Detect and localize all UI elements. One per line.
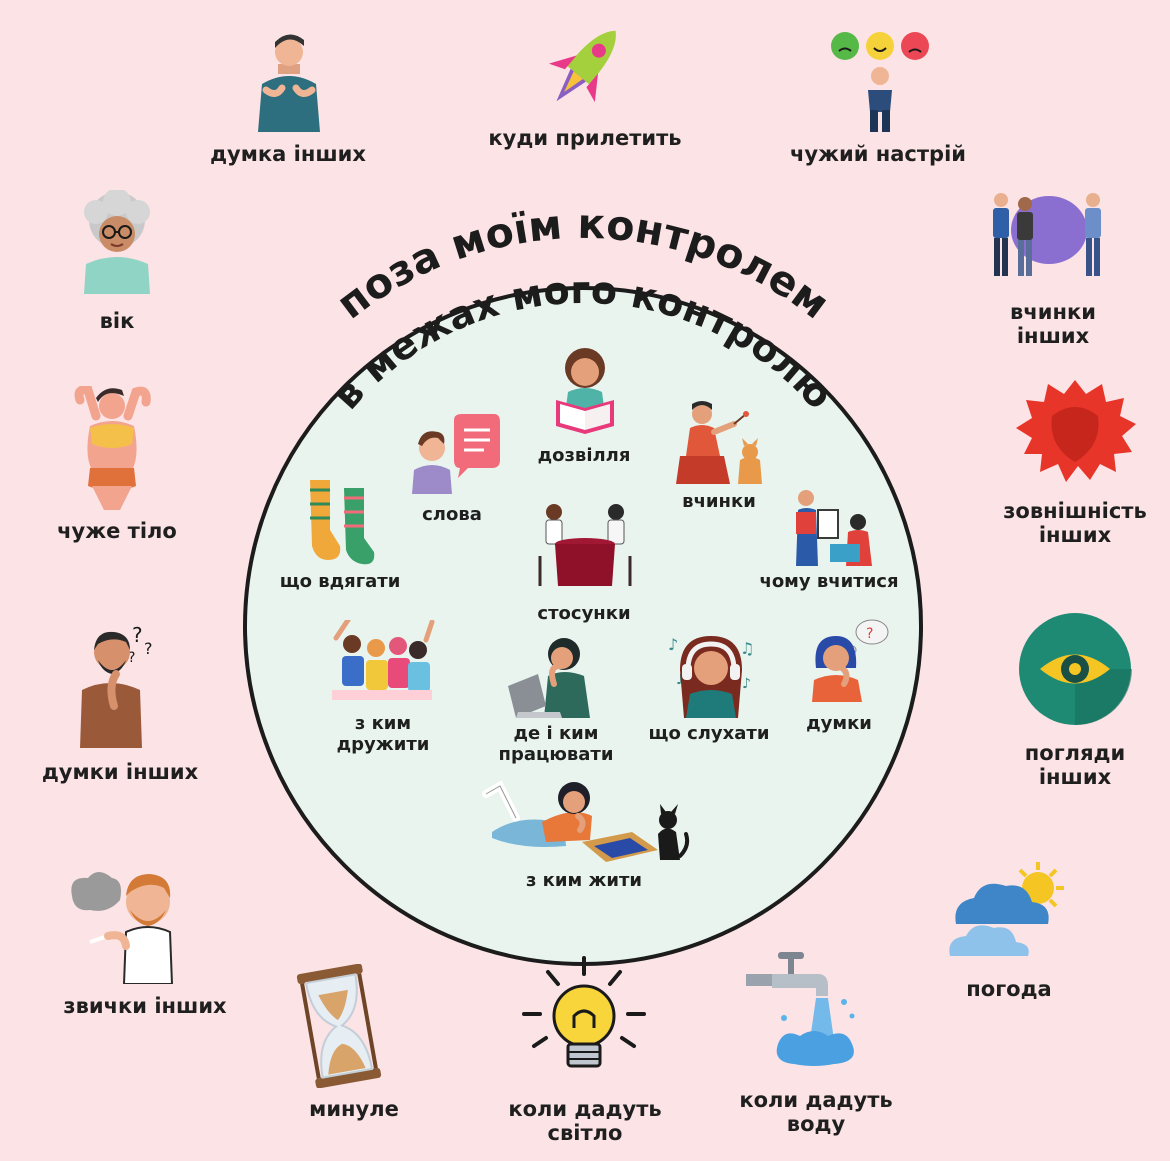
label-habits: звички інших [63,994,227,1018]
svg-text:♪: ♪ [668,635,678,654]
label-leisure: дозвілля [537,445,631,466]
label-words: слова [422,504,482,525]
label-past: минуле [309,1097,399,1121]
label-study: чому вчитися [759,571,899,592]
svg-text:♫: ♫ [740,639,754,658]
speech-bubble-icon [410,414,500,494]
socks-icon [300,476,382,566]
thinking-woman-icon: ? [806,618,890,702]
label-live: з ким жити [525,870,643,891]
label-friends: з ким дружити [336,713,430,755]
man-smoking-icon [68,866,186,984]
label-relations: стосунки [537,603,631,624]
grandmother-icon [76,190,158,294]
svg-text:?: ? [866,626,873,642]
friends-group-icon [328,620,436,702]
svg-text:♪: ♪ [676,672,685,688]
svg-text:?: ? [144,639,153,658]
label-mood: чужий настрій [790,142,966,166]
girl-reading-icon [550,346,620,438]
label-opinion: думка інших [210,142,366,166]
headphones-icon: ♪ ♫ ♪ ♪ [666,630,756,718]
girl-with-cat-icon [482,776,692,864]
hourglass-icon [296,964,382,1088]
red-hair-icon [1012,376,1138,486]
woman-body-icon [66,386,158,510]
label-age: вік [99,309,135,333]
svg-text:♪: ♪ [742,676,751,692]
eye-icon [1018,612,1132,726]
label-weather: погода [966,977,1052,1001]
label-mythoughts: думки [806,713,872,734]
couple-table-icon [536,500,634,588]
water-tap-icon [744,944,864,1068]
label-light: коли дадуть світло [508,1097,662,1146]
rocket-icon [540,16,632,116]
label-deeds: вчинки [682,491,756,512]
label-actions: вчинки інших [1010,300,1096,349]
cloud-sun-icon [944,858,1070,964]
label-appearance: зовнішність інших [1003,499,1147,548]
label-views: погляди інших [1024,741,1126,790]
label-water: коли дадуть воду [739,1088,893,1137]
label-work: де і ким працювати [498,723,614,765]
label-listen: що слухати [648,723,770,744]
svg-text:?: ? [132,624,143,647]
svg-text:?: ? [128,650,135,666]
laptop-worker-icon [504,636,604,718]
label-thoughts: думки інших [41,760,199,784]
light-bulb-icon [520,956,648,1080]
label-rocket: куди прилетить [488,126,682,150]
label-body: чуже тіло [57,519,177,543]
teacher-student-icon [780,488,882,566]
label-wear: що вдягати [279,571,401,592]
people-pushing-ball-icon [985,188,1115,280]
man-speaking-icon [248,32,330,132]
man-thinking-icon: ? ? ? [74,624,164,748]
woman-with-cat-icon [672,400,768,484]
emoji-faces-icon [828,30,934,134]
